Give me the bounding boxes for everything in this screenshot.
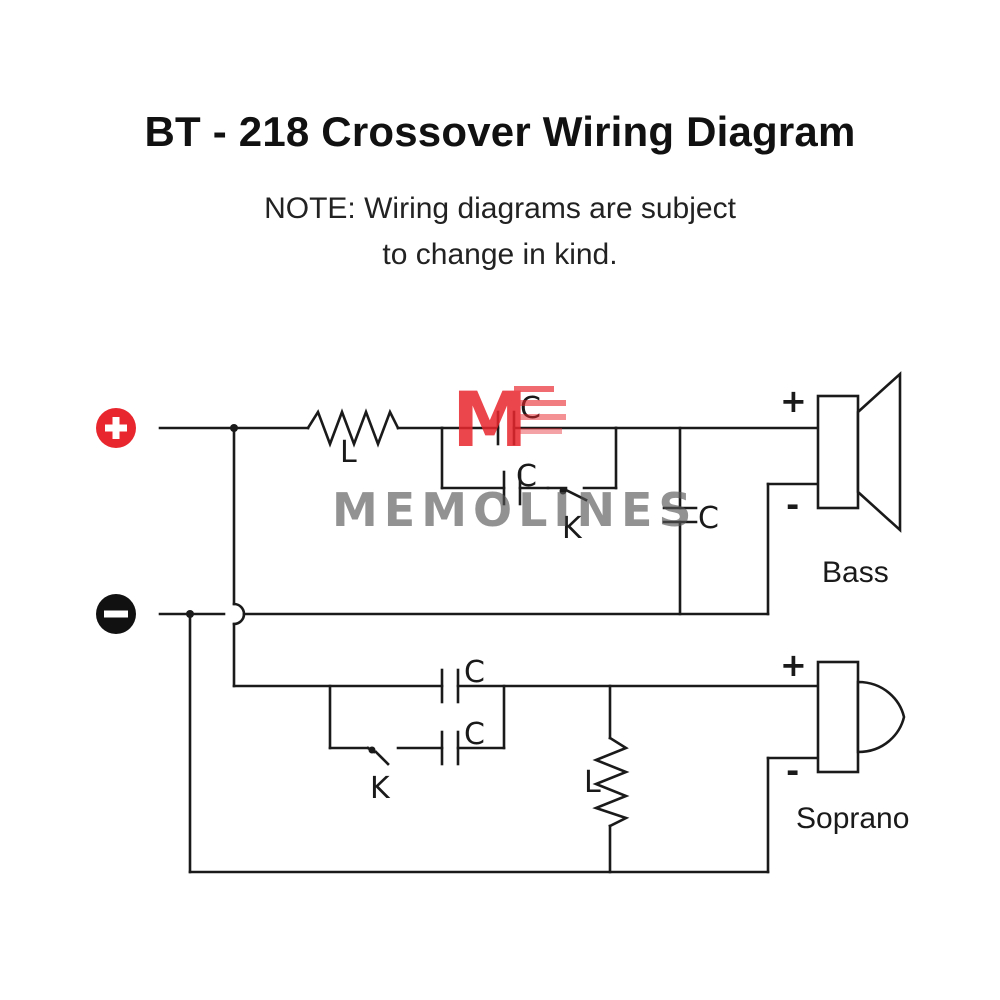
watermark-text: MEMOLINES — [332, 483, 698, 537]
bass-plus-sign: + — [780, 382, 807, 420]
note-line-1: NOTE: Wiring diagrams are subject — [264, 192, 736, 225]
bass-speaker: + - Bass — [780, 371, 902, 589]
tweeter-capacitor-top — [440, 668, 460, 704]
wiring — [158, 424, 820, 874]
minus-circle-icon — [96, 594, 136, 634]
bass-switch — [546, 486, 588, 502]
watermark: M MEMOLINES — [332, 375, 698, 537]
soprano-speaker: + - Soprano — [780, 646, 909, 835]
note: NOTE: Wiring diagrams are subject to cha… — [0, 186, 1000, 278]
tweeter-switch-label: K — [370, 771, 391, 806]
tweeter-capacitor-bottom — [440, 730, 460, 766]
bass-speaker-label: Bass — [822, 556, 889, 589]
bass-capacitor-shunt-label: C — [698, 501, 719, 536]
tweeter-capacitor-bottom-label: C — [464, 717, 485, 752]
soprano-plus-sign: + — [780, 646, 807, 684]
soprano-minus-sign: - — [786, 752, 799, 790]
tweeter-speaker-icon — [816, 660, 906, 774]
tweeter-switch — [366, 746, 390, 766]
tweeter-inductor — [592, 736, 630, 828]
tweeter-capacitor-top-label: C — [464, 655, 485, 690]
page-title: BT - 218 Crossover Wiring Diagram — [144, 108, 856, 155]
positive-terminal — [96, 408, 136, 448]
watermark-logo: M — [452, 375, 566, 464]
bass-capacitor-middle — [502, 470, 522, 506]
woofer-speaker-icon — [816, 371, 902, 533]
bass-capacitor-shunt — [662, 506, 698, 524]
bass-inductor — [306, 408, 400, 448]
bass-capacitor-middle-label: C — [516, 459, 537, 494]
negative-terminal — [96, 594, 136, 634]
soprano-speaker-label: Soprano — [796, 802, 909, 835]
note-line-2: to change in kind. — [382, 238, 618, 271]
plus-circle-icon — [96, 408, 136, 448]
bass-minus-sign: - — [786, 486, 799, 524]
bass-switch-label: K — [562, 511, 583, 546]
bass-inductor-label: L — [340, 435, 357, 470]
tweeter-inductor-label: L — [584, 765, 601, 800]
